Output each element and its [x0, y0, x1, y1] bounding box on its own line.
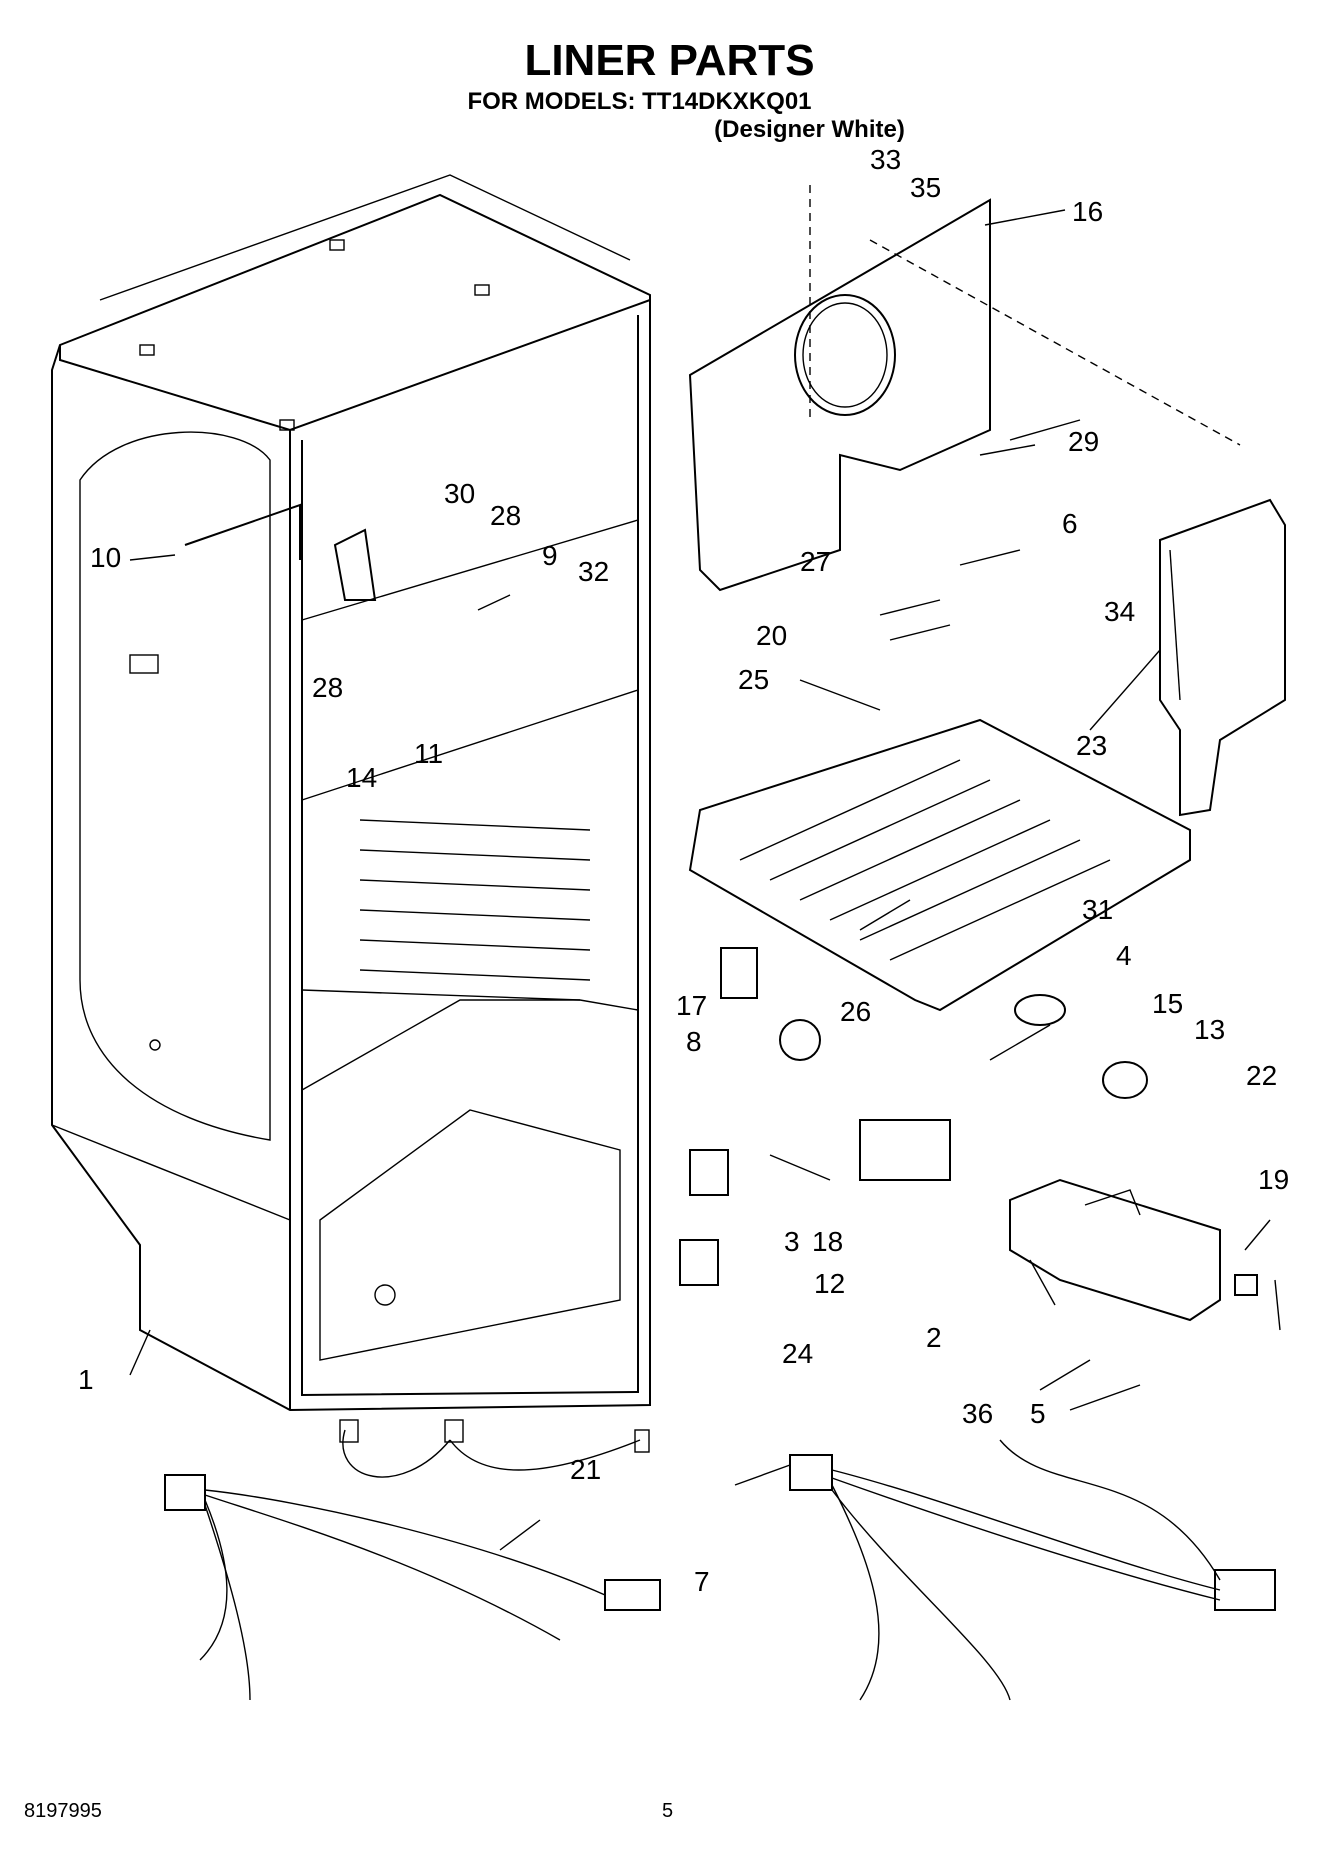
callout-27: 27	[800, 546, 832, 577]
callout-2: 2	[926, 1322, 942, 1353]
callout-1: 1	[78, 1364, 94, 1395]
callout-30: 30	[444, 478, 476, 509]
callout-32: 32	[578, 556, 610, 587]
callout-34: 34	[1104, 596, 1136, 627]
color-line: (Designer White)	[714, 116, 905, 143]
page-number: 5	[662, 1800, 674, 1822]
callout-10: 10	[90, 542, 122, 573]
callout-13: 13	[1194, 1014, 1226, 1045]
models-line: FOR MODELS: TT14DKXKQ01	[467, 88, 812, 115]
callout-19: 19	[1258, 1164, 1290, 1195]
callout-5: 5	[1030, 1398, 1046, 1429]
callout-3: 3	[784, 1226, 800, 1257]
callout-33: 33	[870, 144, 902, 175]
light-housing	[1009, 1178, 1221, 1322]
callout-28-bottom: 28	[312, 672, 344, 703]
document-number: 8197995	[24, 1800, 102, 1822]
air-duct	[1159, 498, 1286, 817]
callout-31: 31	[1082, 894, 1114, 925]
callout-12: 12	[814, 1268, 846, 1299]
callout-35: 35	[910, 172, 942, 203]
callout-14: 14	[346, 762, 378, 793]
callout-26: 26	[840, 996, 872, 1027]
callout-17: 17	[676, 990, 708, 1021]
callout-4: 4	[1116, 940, 1132, 971]
page-title: LINER PARTS	[524, 36, 815, 85]
callout-15: 15	[1152, 988, 1184, 1019]
leader-lines	[129, 209, 1281, 1551]
liner-cabinet	[51, 174, 651, 1412]
callout-7: 7	[694, 1566, 710, 1597]
callout-29: 29	[1068, 426, 1100, 457]
callout-16: 16	[1072, 196, 1104, 227]
wiring-harness-21	[164, 1419, 661, 1701]
callout-22: 22	[1246, 1060, 1278, 1091]
callout-18: 18	[812, 1226, 844, 1257]
callout-23: 23	[1076, 730, 1108, 761]
crisper-cover	[688, 718, 1191, 1012]
callout-28-top: 28	[490, 500, 522, 531]
callout-36: 36	[962, 1398, 994, 1429]
callout-8: 8	[686, 1026, 702, 1057]
callout-25: 25	[738, 664, 770, 695]
wiring-harness-7	[789, 1439, 1276, 1701]
callout-9: 9	[542, 540, 558, 571]
callout-6: 6	[1062, 508, 1078, 539]
callout-11: 11	[414, 738, 444, 769]
small-parts	[184, 503, 1258, 1296]
callout-24: 24	[782, 1338, 814, 1369]
evaporator-cover	[688, 185, 1241, 592]
callout-20: 20	[756, 620, 788, 651]
callout-21: 21	[570, 1454, 602, 1485]
